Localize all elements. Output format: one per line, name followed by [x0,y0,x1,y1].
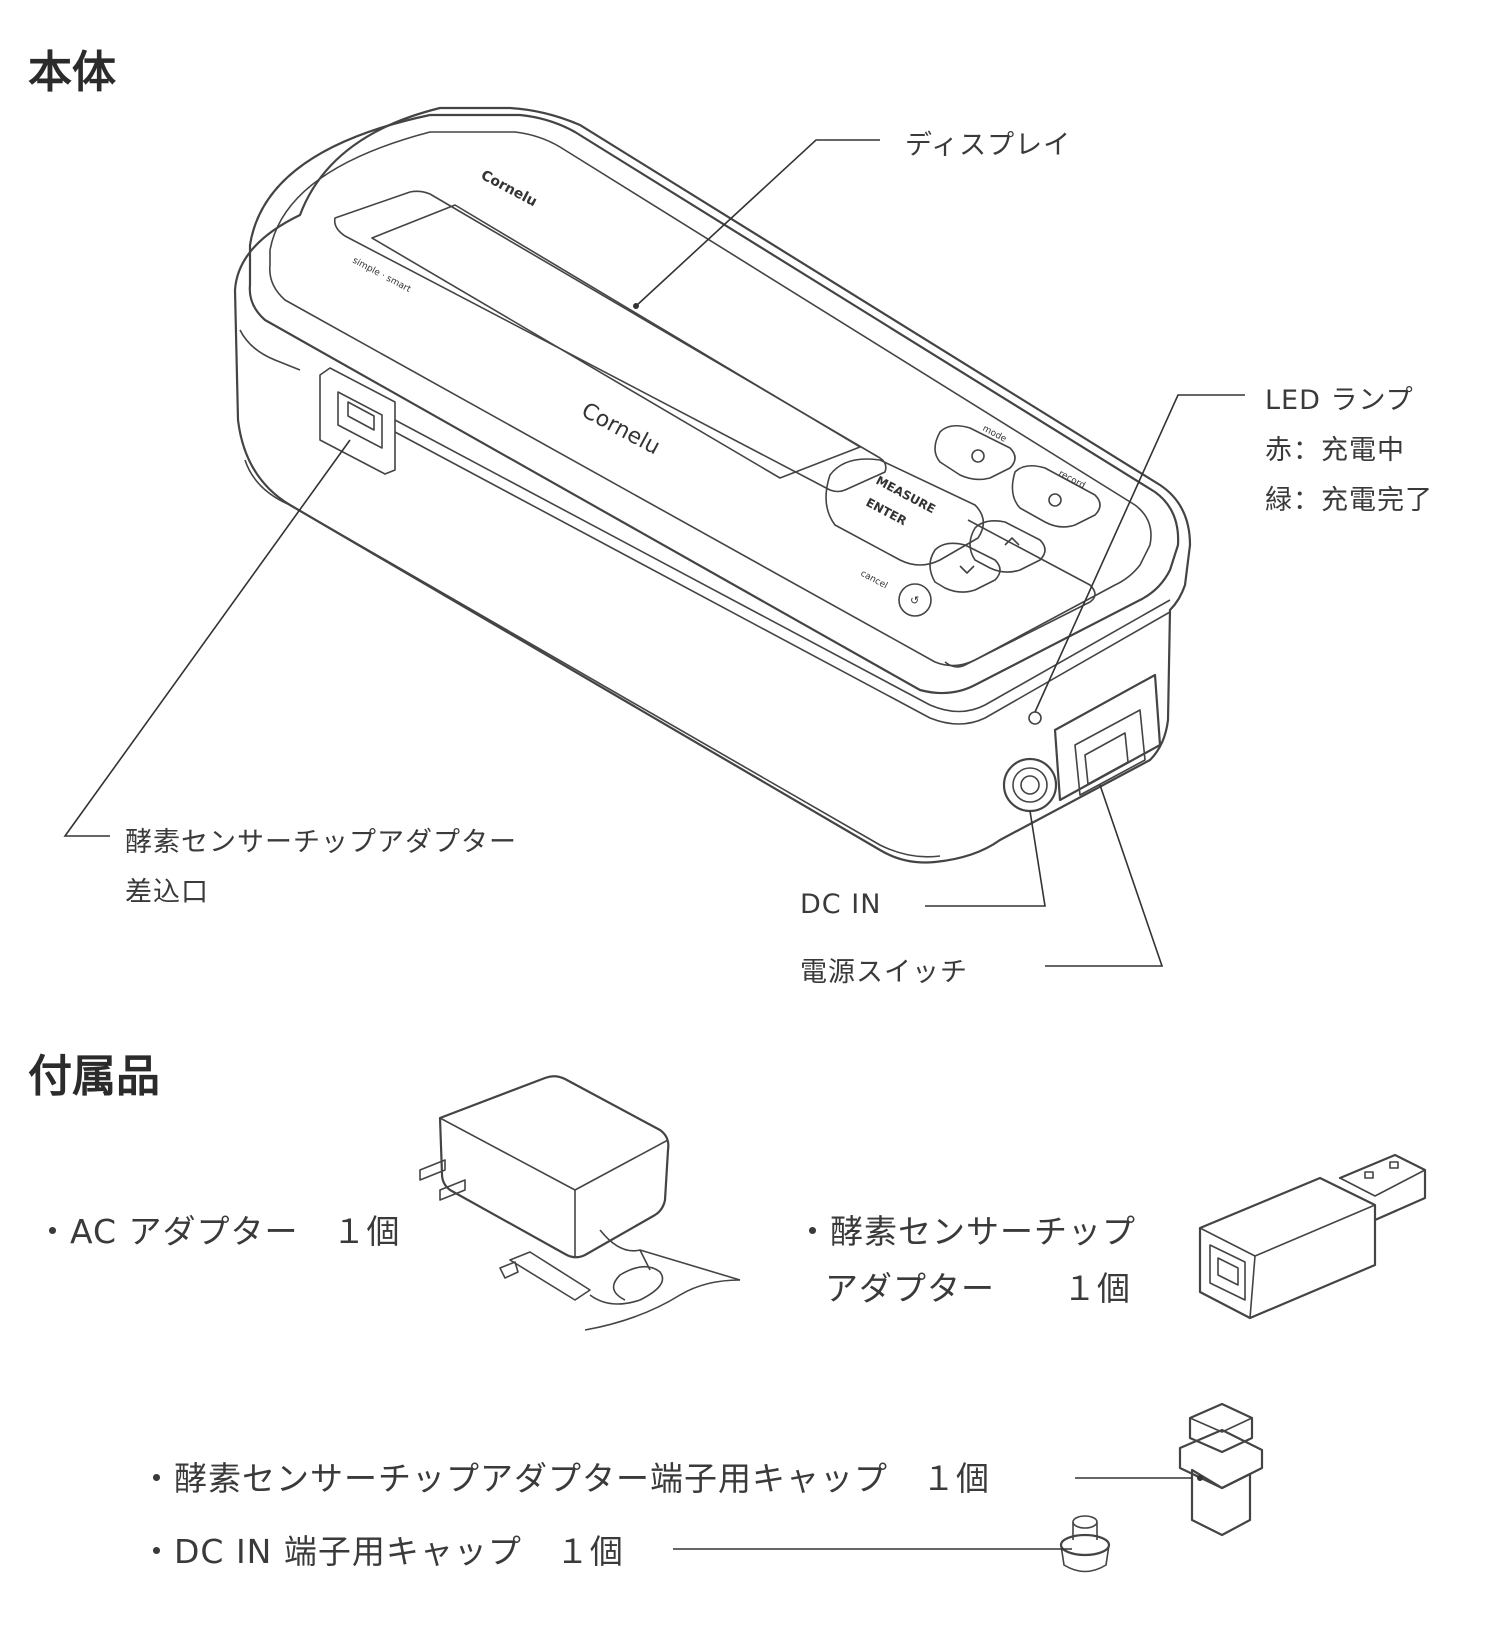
label-led-lamp: LED ランプ [1265,385,1414,416]
label-sensor-port: 酵素センサーチップアダプター [125,827,517,858]
leader-port [63,439,351,837]
mode-icon [971,449,985,463]
usb-port-opening [337,391,383,449]
svg-text:↺: ↺ [910,594,919,607]
dc-cap-illustration [673,1515,1111,1573]
accessory-dc-cap: ・DC IN 端子用キャップ １個 [140,1532,624,1571]
label-led-green: 緑：充電完了 [1265,485,1433,516]
device-seam-upper-2 [394,419,1171,713]
record-button [1011,464,1101,528]
button-panel-border [944,519,1096,668]
sensor-cap-illustration [1075,1402,1264,1537]
accessory-ac-adapter: ・AC アダプター １個 [36,1212,401,1251]
label-sensor-port-2: 差込口 [125,877,209,908]
accessory-sensor-cap: ・酵素センサーチップアダプター端子用キャップ １個 [140,1459,990,1498]
device-body-outline [233,106,1192,864]
cancel-button [898,583,932,617]
usb-adapter-illustration [1198,1153,1427,1320]
chevron-up-icon [1004,537,1020,546]
measure-enter-button [825,458,985,566]
chevron-down-icon [959,565,975,574]
section-title-main-unit: 本体 [28,47,116,98]
leader-led [1034,394,1245,713]
power-switch-housing [1053,673,1162,802]
display-bezel [333,190,887,493]
section-title-accessories: 付属品 [28,1051,160,1102]
clock-icon [1048,493,1062,507]
ac-adapter-illustration [419,1075,741,1331]
label-dc-in: DC IN [800,889,882,920]
up-button [969,520,1046,573]
mode-button [934,424,1016,481]
label-power-switch: 電源スイッチ [800,957,968,988]
usb-port-housing [319,367,396,475]
power-switch-rocker [1074,709,1146,796]
leader-display [635,139,880,307]
device-seam-lower [394,431,1171,725]
device-seam-upper [239,329,301,371]
device-side-bottom [244,459,941,858]
label-display: ディスプレイ [905,130,1072,161]
accessory-sensor-adapter-line1: ・酵素センサーチップ [796,1212,1136,1251]
label-led-red: 赤：充電中 [1265,435,1405,466]
device-top-rim [248,113,1180,695]
leader-power-switch [1045,784,1164,967]
device-top-panel [268,131,1152,667]
accessory-sensor-adapter-line2: アダプター １個 [825,1269,1131,1308]
leader-dc-in [925,810,1046,907]
display-screen [371,204,861,479]
down-button [929,542,1001,593]
